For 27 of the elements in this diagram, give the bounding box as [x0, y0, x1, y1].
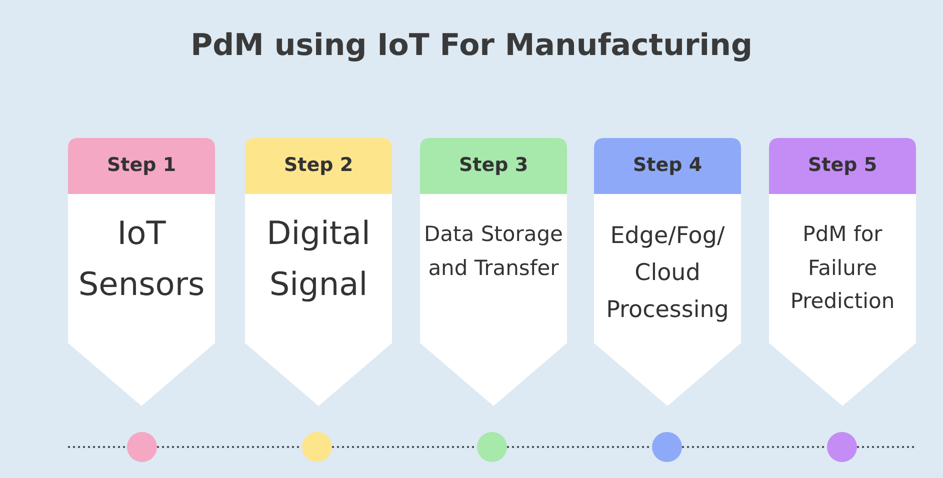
- step-label: Step 3: [458, 154, 530, 176]
- diagram-title: PdM using IoT For Manufacturing: [190, 28, 754, 63]
- timeline-dot: [827, 432, 857, 462]
- dotted-line: [507, 446, 652, 448]
- dotted-line: [332, 446, 477, 448]
- step-text: IoT Sensors: [77, 213, 206, 306]
- step-label: Step 4: [632, 154, 704, 176]
- timeline-dot: [127, 432, 157, 462]
- step-card: [420, 138, 567, 406]
- dotted-line: [857, 446, 915, 448]
- step-label: Step 2: [282, 154, 354, 176]
- dotted-line: [157, 446, 302, 448]
- step-card: [68, 138, 215, 406]
- timeline-dot: [652, 432, 682, 462]
- step-label: Step 5: [806, 154, 878, 176]
- timeline-dot: [302, 432, 332, 462]
- timeline-dot: [477, 432, 507, 462]
- step-label: Step 1: [106, 154, 178, 176]
- step-text: Digital Signal: [266, 213, 372, 306]
- dotted-line: [68, 446, 127, 448]
- dotted-line: [682, 446, 827, 448]
- step-text: PdM for Failure Prediction: [789, 221, 896, 316]
- step-card: [594, 138, 741, 406]
- step-card: [769, 138, 916, 406]
- step-text: Data Storage and Transfer: [424, 221, 563, 282]
- step-card: [245, 138, 392, 406]
- step-text: Edge/Fog/ Cloud Processing: [605, 222, 730, 325]
